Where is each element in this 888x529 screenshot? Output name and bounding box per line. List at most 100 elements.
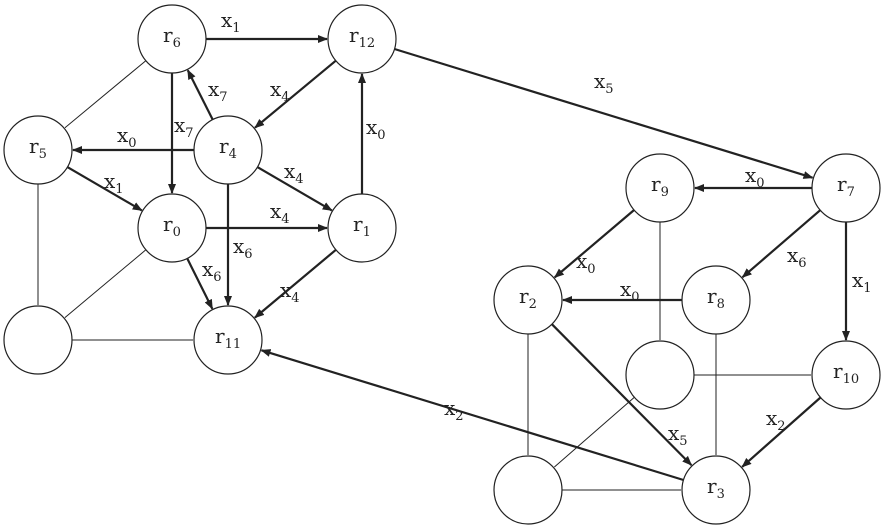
- edge-label-subscript: 0: [587, 262, 595, 277]
- edge-label-r7-to-r10: x1: [852, 268, 872, 296]
- edge-label-subscript: 6: [213, 270, 221, 285]
- node-circle: [493, 455, 563, 525]
- edge-label-r4-to-r1: x4: [284, 159, 304, 187]
- node-circle: [137, 4, 207, 74]
- node-circle: [625, 340, 695, 410]
- node-label-subscript: 8: [717, 297, 725, 312]
- edge-label-subscript: 0: [377, 128, 385, 143]
- edge-r6-to-r5: [64, 60, 147, 129]
- edge-r5-to-r0: [66, 166, 143, 212]
- edge-label-r3-to-r11: x2: [444, 396, 464, 424]
- node-circle: [681, 265, 751, 335]
- edge-label-subscript: 5: [679, 434, 687, 449]
- edge-label-subscript: 0: [756, 176, 764, 191]
- node-r3: r3: [681, 455, 751, 525]
- node-r1: r1: [327, 193, 397, 263]
- node-label-subscript: 1: [363, 225, 371, 240]
- edge-r10-to-r3: [741, 396, 822, 468]
- edge-label-subscript: 7: [219, 90, 227, 105]
- edge-label-r12-to-r7: x5: [594, 69, 614, 97]
- node-label-subscript: 4: [229, 147, 237, 162]
- node-label-subscript: 5: [39, 147, 47, 162]
- node-r2: r2: [493, 265, 563, 335]
- node-circle: [3, 305, 73, 375]
- node-circle: [811, 153, 881, 223]
- edge-r0-to-r11: [186, 257, 214, 310]
- edge-label-subscript: 7: [185, 126, 193, 141]
- node-circle: [493, 265, 563, 335]
- node-label-subscript: 2: [529, 297, 537, 312]
- edge-label-r0-to-r1: x4: [270, 199, 290, 227]
- edge-label-subscript: 2: [777, 419, 785, 434]
- edge-label-r4-to-r6: x7: [208, 77, 228, 105]
- edge-label-r9-to-r2: x0: [576, 249, 596, 277]
- edge-label-r2-to-r3: x5: [668, 421, 688, 449]
- node-circle: [3, 115, 73, 185]
- node-label-subscript: 9: [661, 185, 669, 200]
- edge-r4-to-r6: [186, 69, 214, 121]
- node-label-subscript: 12: [359, 36, 376, 51]
- node-r12: r12: [327, 4, 397, 74]
- edge-label-subscript: 0: [631, 290, 639, 305]
- edge-r12-to-r4: [254, 59, 337, 129]
- edge-r9-to-r2: [553, 209, 635, 279]
- edge-label-r0-to-r11: x6: [202, 257, 222, 285]
- node-label-subscript: 6: [173, 36, 181, 51]
- edge-r7-to-r8: [741, 209, 821, 279]
- node-n_bottom: [493, 455, 563, 525]
- edge-label-r8-to-r2: x0: [620, 277, 640, 305]
- node-label: r10: [833, 359, 859, 387]
- node-label-subscript: 7: [847, 185, 855, 200]
- edge-label-subscript: 6: [798, 256, 806, 271]
- node-r10: r10: [811, 340, 881, 410]
- edge-label-r6-to-r12: x1: [221, 8, 241, 36]
- edge-n_mid-to-n_bottom: [554, 396, 635, 468]
- node-circle: [811, 340, 881, 410]
- node-circle: [137, 193, 207, 263]
- node-r5: r5: [3, 115, 73, 185]
- node-r11: r11: [193, 305, 263, 375]
- edge-r2-to-r3: [551, 323, 693, 466]
- edge-label-r4-to-r5: x0: [117, 123, 137, 151]
- edge-r3-to-r11: [260, 349, 684, 482]
- node-label-subscript: 10: [843, 372, 860, 387]
- node-r7: r7: [811, 153, 881, 223]
- node-r0: r0: [137, 193, 207, 263]
- edge-label-subscript: 4: [295, 172, 303, 187]
- node-label-subscript: 0: [173, 225, 181, 240]
- node-n_left: [3, 305, 73, 375]
- node-circle: [625, 153, 695, 223]
- edge-label-subscript: 4: [281, 212, 289, 227]
- edge-r0-to-n_left: [64, 249, 147, 318]
- node-label-subscript: 11: [225, 337, 242, 352]
- edge-r4-to-r1: [256, 166, 333, 212]
- edge-label-r5-to-r0: x1: [104, 169, 124, 197]
- edge-label-r4-to-r11: x6: [233, 234, 253, 262]
- edge-label-subscript: 1: [863, 281, 871, 296]
- node-circle: [193, 115, 263, 185]
- node-circle: [327, 193, 397, 263]
- edge-label-subscript: 1: [115, 182, 123, 197]
- edge-label-r6-to-r0: x7: [174, 113, 194, 141]
- node-n_mid: [625, 340, 695, 410]
- edge-label-subscript: 2: [455, 409, 463, 424]
- node-circle: [681, 455, 751, 525]
- node-circle: [193, 305, 263, 375]
- edge-label-subscript: 1: [232, 21, 240, 36]
- edge-label-subscript: 0: [128, 136, 136, 151]
- node-r6: r6: [137, 4, 207, 74]
- edge-label-subscript: 4: [281, 90, 289, 105]
- edge-label-r12-to-r4: x4: [270, 77, 290, 105]
- edges: [37, 35, 850, 491]
- edge-r1-to-r11: [254, 248, 337, 319]
- edge-label-r1-to-r12: x0: [366, 115, 386, 143]
- edge-label-r7-to-r9: x0: [745, 163, 765, 191]
- edge-label-subscript: 5: [605, 82, 613, 97]
- node-label-subscript: 3: [717, 487, 725, 502]
- edge-label-r10-to-r3: x2: [766, 406, 786, 434]
- edge-label-subscript: 4: [291, 291, 299, 306]
- node-r4: r4: [193, 115, 263, 185]
- edge-label-subscript: 6: [244, 247, 252, 262]
